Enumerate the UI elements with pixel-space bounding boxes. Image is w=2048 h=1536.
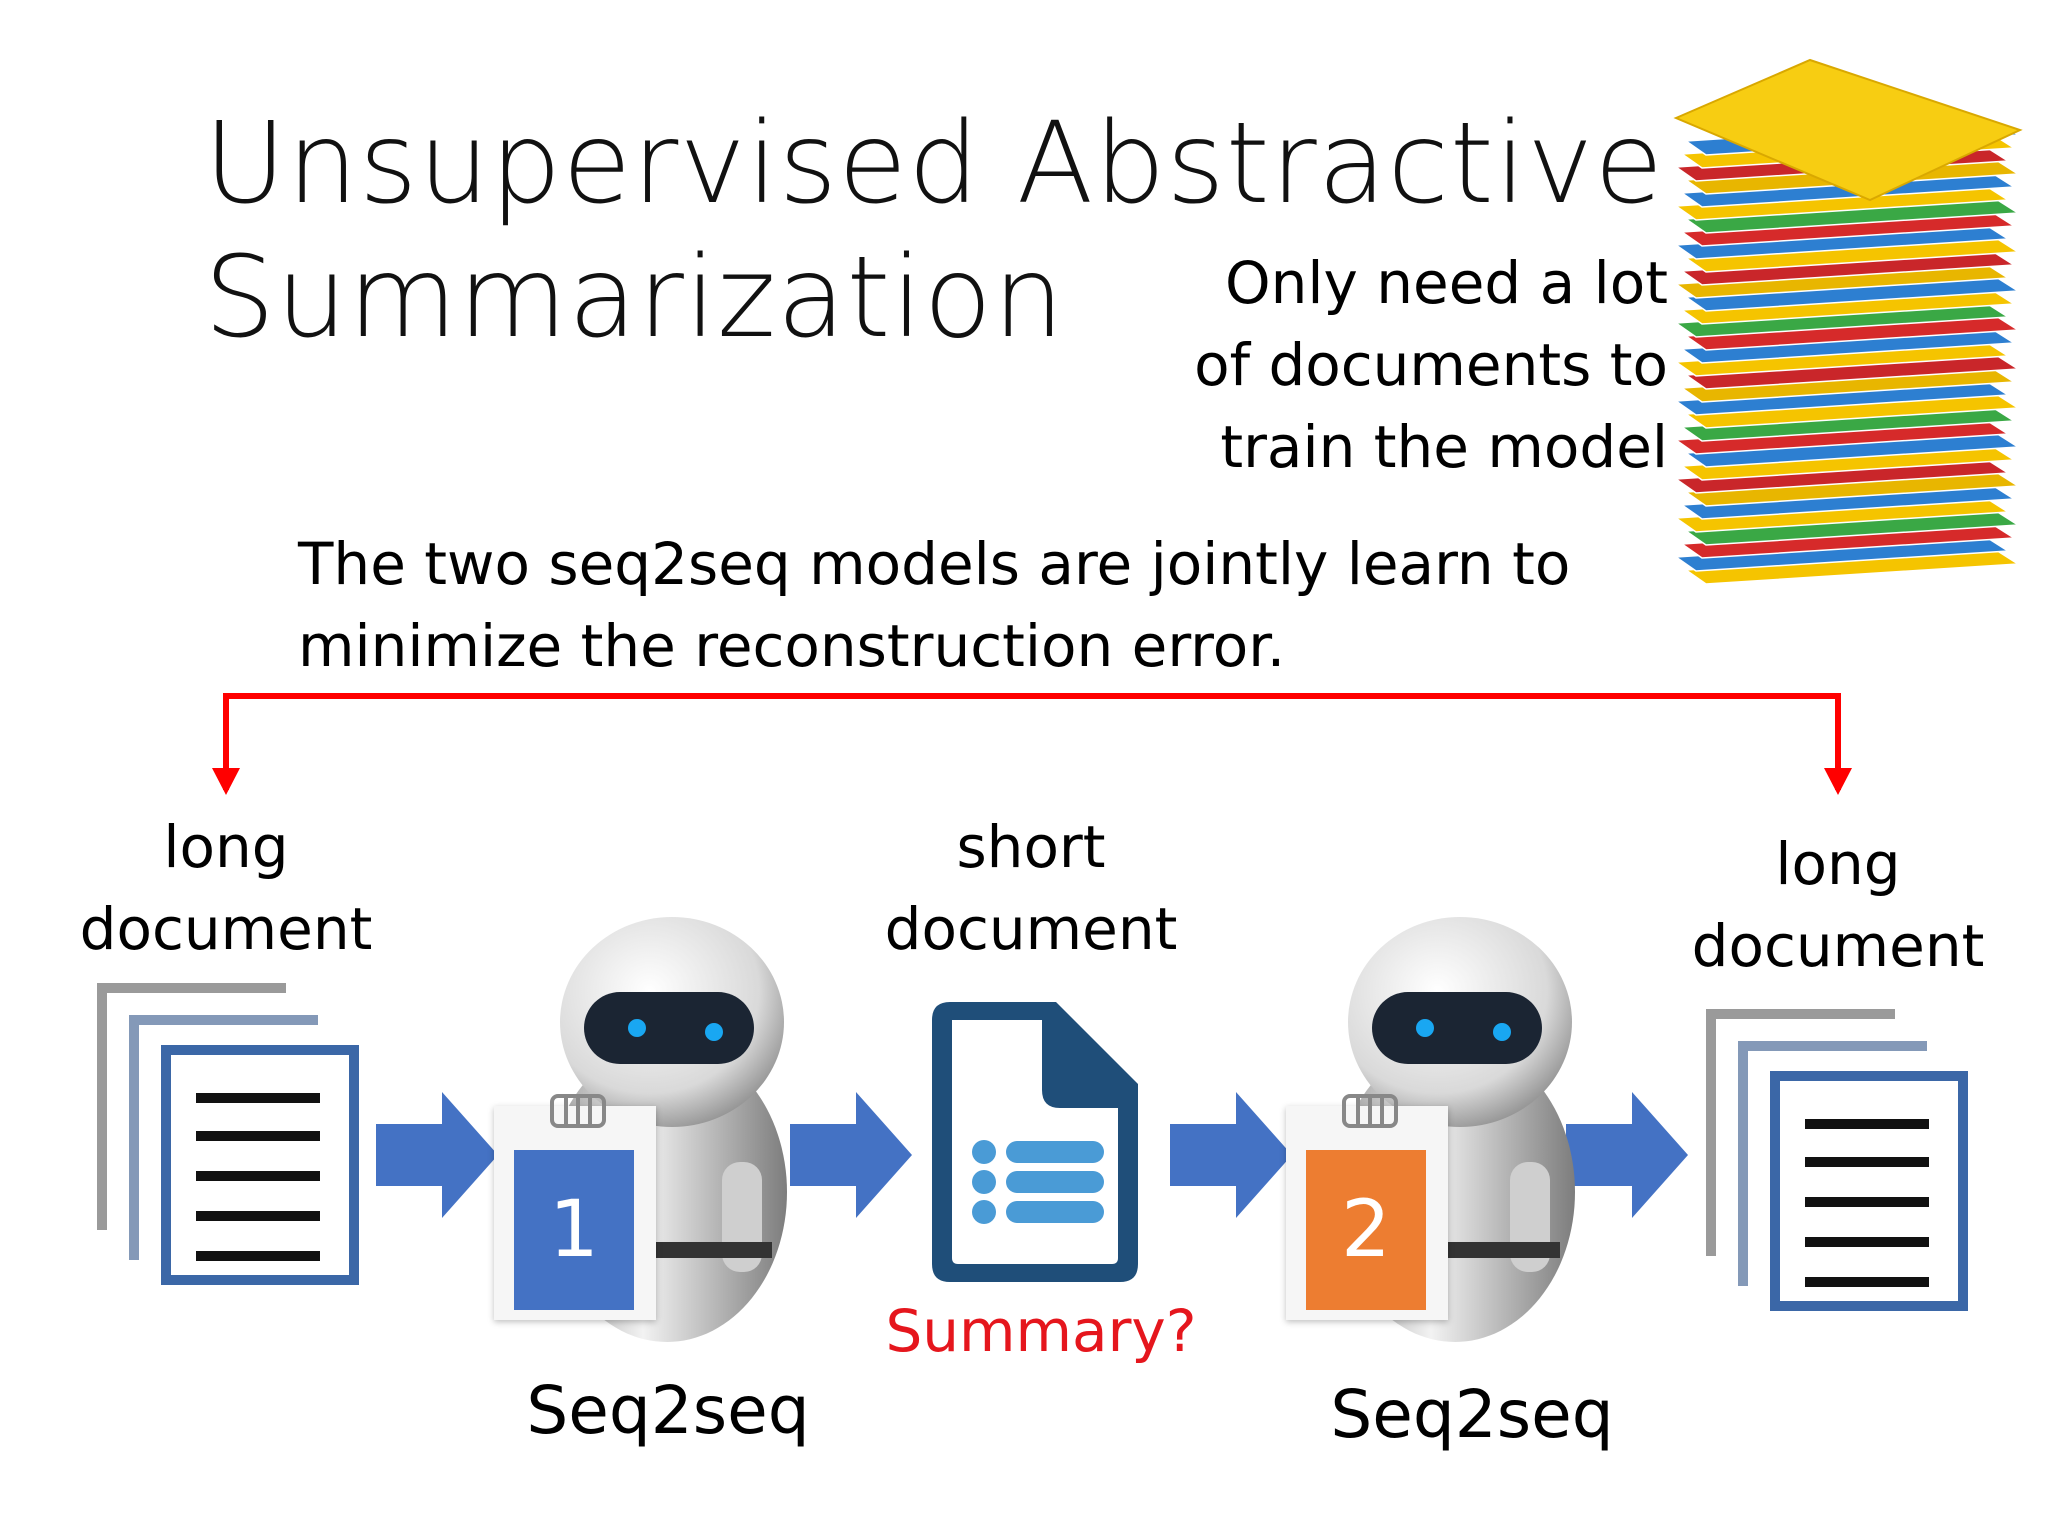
note-line-2: of documents to <box>1194 331 1668 399</box>
short-document-icon <box>932 1002 1138 1282</box>
input-label-line-2: document <box>79 895 373 963</box>
model2-label: Seq2seq <box>1330 1376 1614 1453</box>
summary-question-label: Summary? <box>885 1297 1197 1365</box>
reconstruction-feedback-arrow <box>212 693 1852 795</box>
model2-badge-number: 2 <box>1341 1185 1391 1275</box>
model1-badge: 1 <box>514 1150 634 1310</box>
clip-icon <box>1342 1094 1398 1128</box>
model1-label: Seq2seq <box>526 1372 810 1449</box>
note-line-3: train the model <box>1220 413 1668 481</box>
output-document-stack-icon <box>1706 1009 1968 1311</box>
subtitle-line-1: The two seq2seq models are jointly learn… <box>298 530 1571 598</box>
arrow-to-model1-icon <box>376 1092 498 1218</box>
arrow-to-short-doc-icon <box>790 1092 912 1218</box>
title-line-2: Summarization <box>204 233 1066 363</box>
subtitle-line-2: minimize the reconstruction error. <box>298 612 1286 680</box>
model1-badge-number: 1 <box>549 1185 599 1275</box>
arrow-to-output-icon <box>1566 1092 1688 1218</box>
clip-icon <box>550 1094 606 1128</box>
output-label-line-1: long <box>1775 830 1901 898</box>
middle-label-line-1: short <box>956 813 1106 881</box>
note-line-1: Only need a lot <box>1225 249 1668 317</box>
document-pile-icon <box>1673 58 2023 585</box>
arrow-to-model2-icon <box>1170 1092 1292 1218</box>
output-label-line-2: document <box>1691 912 1985 980</box>
title-line-1: Unsupervised Abstractive <box>204 99 1665 229</box>
input-document-stack-icon <box>97 983 359 1285</box>
input-label-line-1: long <box>163 813 289 881</box>
middle-label-line-2: document <box>884 895 1178 963</box>
model2-badge: 2 <box>1306 1150 1426 1310</box>
